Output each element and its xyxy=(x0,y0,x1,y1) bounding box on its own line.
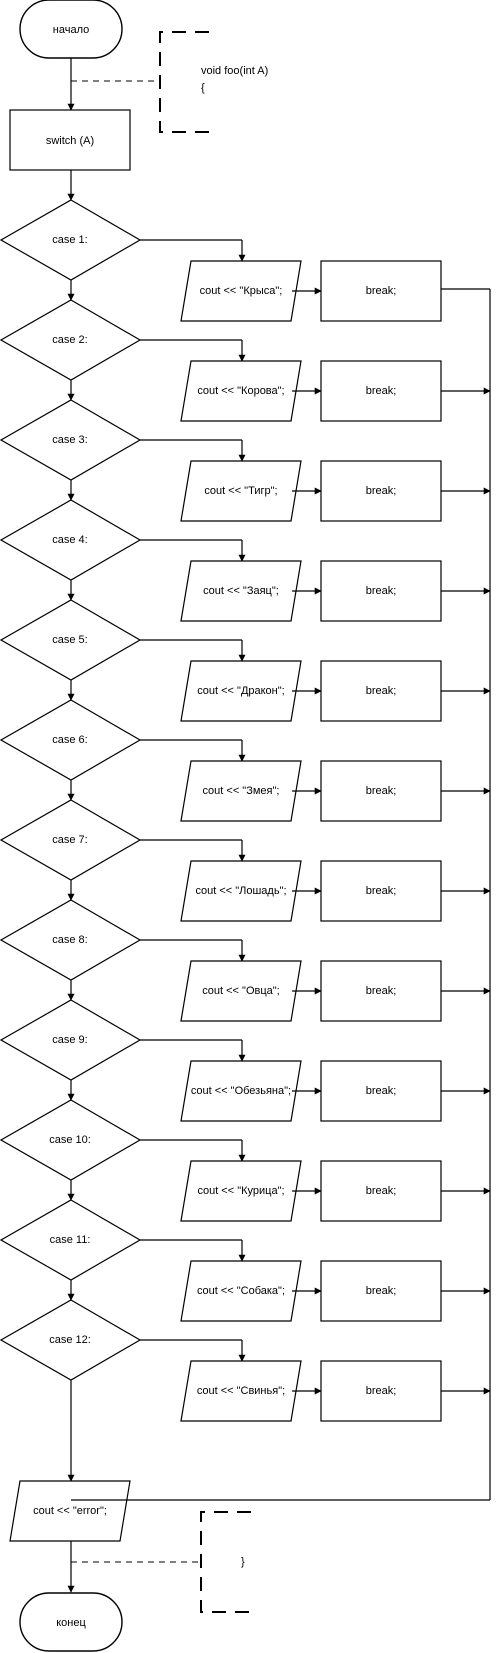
case-output-label: cout << "Свинья"; xyxy=(197,1385,285,1397)
case-output-shape xyxy=(180,760,302,822)
case-break-box xyxy=(320,460,442,522)
case-output-label: cout << "Дракон"; xyxy=(197,685,284,697)
comment-close: } xyxy=(71,1511,251,1613)
case-row: case 2: cout << "Корова"; break; xyxy=(0,299,491,422)
case-break-label: break; xyxy=(366,785,397,797)
case-condition-label: case 1: xyxy=(52,234,87,246)
case-break-box xyxy=(320,960,442,1022)
case-output-label: cout << "Лошадь"; xyxy=(195,885,286,897)
case-output-shape xyxy=(180,660,302,722)
end-label: конец xyxy=(56,1617,86,1629)
case-row: case 5: cout << "Дракон"; break; xyxy=(0,599,491,722)
case-output-shape xyxy=(180,960,302,1022)
case-row: case 10: cout << "Курица"; break; xyxy=(0,1099,491,1222)
case-output-shape xyxy=(180,1260,302,1322)
comment-close-label: } xyxy=(241,1556,245,1568)
case-condition-label: case 5: xyxy=(52,634,87,646)
default-output-label: cout << "error"; xyxy=(33,1505,107,1517)
end-node: конец xyxy=(19,1592,123,1652)
default-output-shape xyxy=(9,1480,131,1542)
case-break-label: break; xyxy=(366,885,397,897)
case-output-label: cout << "Змея"; xyxy=(203,785,280,797)
case-break-label: break; xyxy=(366,685,397,697)
case-break-label: break; xyxy=(366,985,397,997)
case-output-label: cout << "Курица"; xyxy=(197,1185,284,1197)
case-row: case 3: cout << "Тигр"; break; xyxy=(0,399,491,522)
case-row: case 6: cout << "Змея"; break; xyxy=(0,699,491,822)
case-output-shape xyxy=(180,860,302,922)
case-condition-label: case 8: xyxy=(52,934,87,946)
case-condition-label: case 6: xyxy=(52,734,87,746)
comment-open-line2: { xyxy=(201,82,205,94)
comment-close-bracket xyxy=(200,1511,251,1613)
case-condition-label: case 2: xyxy=(52,334,87,346)
comment-open: void foo(int A) { xyxy=(71,31,268,133)
case-output-shape xyxy=(180,1160,302,1222)
case-output-label: cout << "Корова"; xyxy=(197,385,284,397)
start-node: начало xyxy=(19,0,123,59)
case-break-box xyxy=(320,1060,442,1122)
case-break-label: break; xyxy=(366,585,397,597)
case-row: case 1: cout << "Крыса"; break; xyxy=(0,199,490,322)
case-rows: case 1: cout << "Крыса"; break; case 2: cout… xyxy=(0,199,491,1482)
case-output-label: cout << "Тигр"; xyxy=(204,485,277,497)
case-output-shape xyxy=(180,560,302,622)
case-output-shape xyxy=(180,1060,302,1122)
start-label: начало xyxy=(53,24,89,36)
case-break-label: break; xyxy=(366,1285,397,1297)
case-row: case 8: cout << "Овца"; break; xyxy=(0,899,491,1022)
case-row: case 11: cout << "Собака"; break; xyxy=(0,1199,491,1322)
case-break-box xyxy=(320,760,442,822)
case-row: case 9: cout << "Обезьяна"; break; xyxy=(0,999,491,1122)
case-output-label: cout << "Крыса"; xyxy=(200,285,283,297)
case-break-label: break; xyxy=(366,1185,397,1197)
case-output-label: cout << "Собака"; xyxy=(197,1285,285,1297)
case-break-box xyxy=(320,260,442,322)
case-break-label: break; xyxy=(366,385,397,397)
comment-open-line1: void foo(int A) xyxy=(201,65,268,77)
switch-node: switch (A) xyxy=(9,109,131,171)
case-break-label: break; xyxy=(366,285,397,297)
default-node: cout << "error"; xyxy=(9,1480,131,1542)
case-output-label: cout << "Обезьяна"; xyxy=(191,1085,291,1097)
switch-box xyxy=(9,109,131,171)
case-output-shape xyxy=(180,1360,302,1422)
case-condition-label: case 12: xyxy=(49,1334,91,1346)
case-break-box xyxy=(320,860,442,922)
case-row: case 4: cout << "Заяц"; break; xyxy=(0,499,491,622)
case-condition-label: case 7: xyxy=(52,834,87,846)
case-break-box xyxy=(320,1160,442,1222)
case-condition-label: case 4: xyxy=(52,534,87,546)
case-break-box xyxy=(320,360,442,422)
case-output-label: cout << "Овца"; xyxy=(202,985,279,997)
case-row: case 12: cout << "Свинья"; break; xyxy=(0,1299,491,1482)
case-condition-label: case 9: xyxy=(52,1034,87,1046)
case-condition-label: case 3: xyxy=(52,434,87,446)
case-row: case 7: cout << "Лошадь"; break; xyxy=(0,799,491,922)
case-condition-label: case 11: xyxy=(50,1234,91,1246)
case-output-shape xyxy=(180,460,302,522)
end-shape xyxy=(19,1592,123,1652)
case-break-label: break; xyxy=(366,1085,397,1097)
comment-open-bracket xyxy=(159,31,209,133)
case-break-label: break; xyxy=(366,1385,397,1397)
case-break-label: break; xyxy=(366,485,397,497)
switch-label: switch (A) xyxy=(46,135,94,147)
case-output-shape xyxy=(180,260,302,322)
case-output-label: cout << "Заяц"; xyxy=(203,585,279,597)
case-break-box xyxy=(320,1360,442,1422)
case-output-shape xyxy=(180,360,302,422)
case-break-box xyxy=(320,1260,442,1322)
case-condition-label: case 10: xyxy=(49,1134,91,1146)
